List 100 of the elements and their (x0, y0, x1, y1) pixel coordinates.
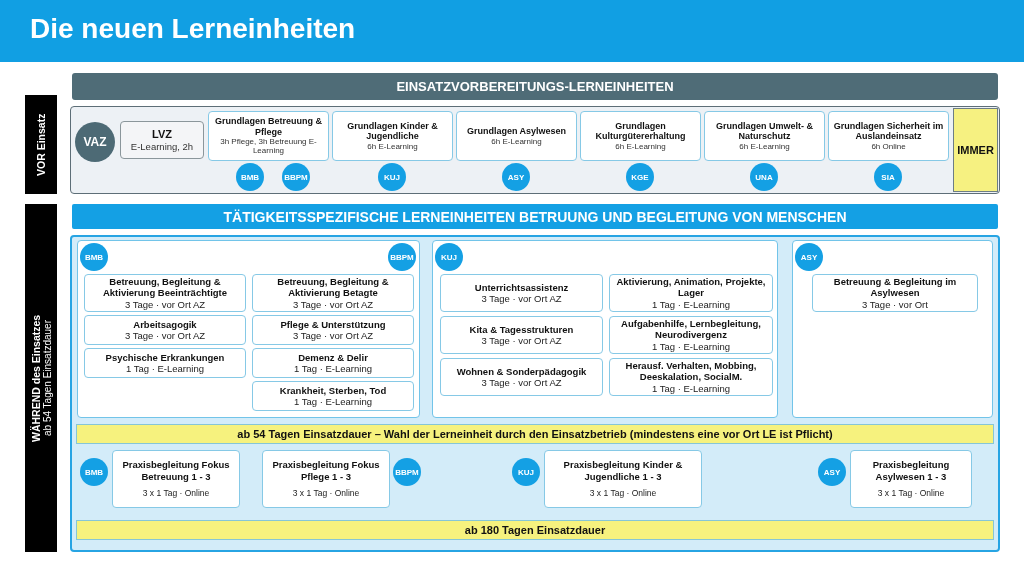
course-card (812, 274, 978, 312)
course-card (440, 316, 603, 354)
section-header: TÄTIGKEITSSPEZIFISCHE LERNEINHEITEN BETRUUNG UND BEGLEITUNG VON MENSCHEN (72, 204, 998, 229)
course-card (252, 348, 414, 378)
course-card (120, 121, 204, 159)
phase-label: VOR Einsatz (35, 113, 47, 176)
course-card (704, 111, 825, 161)
phase-band (25, 95, 57, 194)
course-card (252, 381, 414, 411)
course-title: Betreuung, Begleitung & Aktivierung Beeinträchtigte (101, 276, 229, 299)
course-card (609, 274, 773, 312)
course-title: Grundlagen Kulturgütererhaltung (594, 121, 687, 142)
course-details: 1 Tag · E-Learning (652, 340, 730, 352)
course-title: Betreuung, Begleitung & Aktivierung Betagte (276, 276, 390, 299)
course-details: 3 Tage · vor Ort (862, 298, 928, 310)
course-title: Krankheit, Sterben, Tod (279, 384, 387, 396)
course-card (456, 111, 577, 161)
code-badge: KUJ (378, 163, 406, 191)
course-card (84, 315, 246, 345)
course-title: Pflege & Unterstützung (280, 318, 386, 330)
condition-bar: ab 54 Tagen Einsatzdauer – Wahl der Lerneinheit durch den Einsatzbetrieb (mindestens eine vor Ort LE ist Pflicht) (76, 424, 994, 444)
course-title: Grundlagen Kinder & Jugendliche (346, 121, 439, 142)
page-title: Die neuen Lerneinheiten (30, 13, 356, 45)
course-card (208, 111, 329, 161)
course-title: Grundlagen Umwelt- & Naturschutz (715, 121, 814, 142)
code-badge: KGE (626, 163, 654, 191)
course-title: Wohnen & Sonderpädagogik (456, 365, 587, 377)
code-badge: BBPM (388, 243, 416, 271)
course-title: LVZ (152, 127, 172, 141)
course-details: 3 x 1 Tag · Online (877, 488, 945, 499)
condition-bar: ab 180 Tagen Einsatzdauer (76, 520, 994, 540)
course-card (252, 274, 414, 312)
course-card (440, 358, 603, 396)
course-details: 1 Tag · E-Learning (126, 363, 204, 375)
course-card (262, 450, 390, 508)
code-badge: BBPM (393, 458, 421, 486)
course-details: 6h E-Learning (615, 141, 666, 151)
course-card (332, 111, 453, 161)
code-badge: SIA (874, 163, 902, 191)
phase-label: ab 54 Tagen Einsatzdauer (41, 320, 53, 436)
course-details: 3 Tage · vor Ort AZ (292, 298, 374, 310)
course-card (828, 111, 949, 161)
course-title: Unterrichtsassistenz (474, 281, 569, 293)
section-header: EINSATZVORBEREITUNGS-LERNEINHEITEN (72, 73, 998, 100)
phase-band (25, 204, 57, 552)
course-card (252, 315, 414, 345)
course-card (544, 450, 702, 508)
code-badge: ASY (795, 243, 823, 271)
course-title: Praxisbegleitung Fokus Pflege 1 - 3 (271, 459, 381, 483)
code-badge: BMB (80, 243, 108, 271)
course-details: 3 x 1 Tag · Online (142, 488, 210, 499)
course-details: 3 Tage · vor Ort AZ (124, 298, 206, 310)
group-panel (792, 240, 993, 418)
course-title: Grundlagen Sicherheit im Auslandeinsatz (832, 121, 945, 142)
code-badge: ASY (818, 458, 846, 486)
course-details: 3h Pflege, 3h Betreuung E-Learning (219, 137, 318, 156)
code-badge: VAZ (75, 122, 115, 162)
course-title: Praxisbegleitung Kinder & Jugendliche 1 - 3 (562, 459, 684, 483)
status-tag: IMMER (953, 108, 998, 192)
code-badge: KUJ (512, 458, 540, 486)
course-title: Betreuung & Begleitung im Asylwesen (832, 276, 958, 299)
group-panel (77, 240, 420, 418)
course-title: Arbeitsagogik (133, 318, 197, 330)
course-details: 3 Tage · vor Ort AZ (481, 335, 562, 347)
course-details: 3 x 1 Tag · Online (589, 488, 657, 499)
course-details: 1 Tag · E-Learning (652, 298, 730, 310)
code-badge: BMB (80, 458, 108, 486)
course-details: 3 Tage · vor Ort AZ (481, 377, 562, 389)
course-title: Demenz & Delir (298, 351, 368, 363)
course-details: 6h E-Learning (739, 141, 790, 151)
course-card (609, 316, 773, 354)
group-panel (432, 240, 778, 418)
course-title: Aufgabenhilfe, Lernbegleitung, Neurodivergenz (620, 318, 762, 341)
course-details: E-Learning, 2h (130, 140, 194, 153)
course-title: Psychische Erkrankungen (105, 351, 225, 363)
course-details: 6h Online (871, 141, 906, 151)
group-panel (70, 106, 1000, 194)
course-details: 1 Tag · E-Learning (652, 382, 730, 394)
course-details: 6h E-Learning (491, 136, 542, 146)
course-card (580, 111, 701, 161)
course-title: Praxisbegleitung Asylwesen 1 - 3 (871, 459, 951, 483)
code-badge: BBPM (282, 163, 310, 191)
section-panel (70, 235, 1000, 552)
course-details: 3 Tage · vor Ort AZ (481, 293, 562, 305)
course-title: Herausf. Verhalten, Mobbing, Deeskalation, SocialM. (624, 360, 758, 383)
course-card (84, 274, 246, 312)
course-details: 6h E-Learning (367, 141, 418, 151)
code-badge: KUJ (435, 243, 463, 271)
course-details: 3 Tage · vor Ort AZ (292, 330, 374, 342)
course-details: 1 Tag · E-Learning (294, 363, 372, 375)
code-badge: UNA (750, 163, 778, 191)
code-badge: ASY (502, 163, 530, 191)
course-title: Aktivierung, Animation, Projekte, Lager (615, 276, 767, 299)
course-details: 3 Tage · vor Ort AZ (124, 330, 206, 342)
code-badge: BMB (236, 163, 264, 191)
course-card (440, 274, 603, 312)
course-card (850, 450, 972, 508)
phase-label: WÄHREND des Einsatzes (29, 314, 42, 442)
course-card (112, 450, 240, 508)
course-title: Praxisbegleitung Fokus Betreuung 1 - 3 (121, 459, 231, 483)
